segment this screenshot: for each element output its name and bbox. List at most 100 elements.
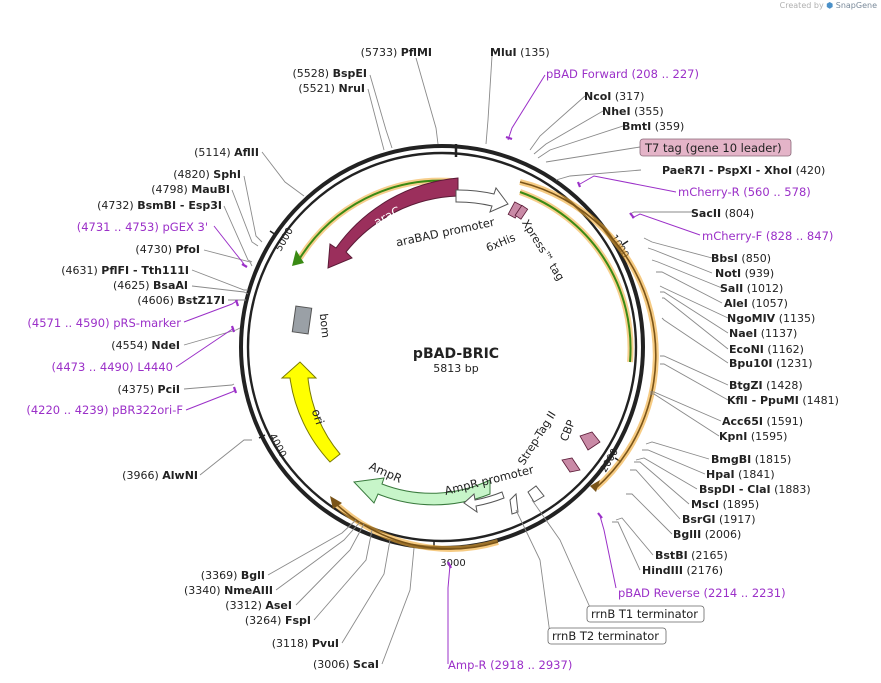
primer-pbad-forward[interactable]: pBAD Forward (208 .. 227) xyxy=(546,67,699,81)
site-mlui[interactable]: MluI (135) xyxy=(490,46,550,59)
terminator-t1-mark xyxy=(509,492,519,515)
site-alwni[interactable]: (3966) AlwNI xyxy=(122,469,198,482)
site-paer7i-pspxi-xhoi[interactable]: PaeR7I - PspXI - XhoI (420) xyxy=(662,164,825,177)
site-bsrgi[interactable]: BsrGI (1917) xyxy=(682,513,756,526)
feature-label-ori: ori xyxy=(309,407,327,426)
site-nhei[interactable]: NheI (355) xyxy=(602,105,664,118)
feature-xpress-tag xyxy=(514,204,529,220)
site-bmgbi[interactable]: BmgBI (1815) xyxy=(711,453,791,466)
site-asei[interactable]: (3312) AseI xyxy=(225,599,292,612)
site-ngomiv[interactable]: NgoMIV (1135) xyxy=(727,312,815,325)
primer-pbr322ori-f[interactable]: (4220 .. 4239) pBR322ori-F xyxy=(26,403,183,417)
site-noti[interactable]: NotI (939) xyxy=(715,267,774,280)
site-pvui[interactable]: (3118) PvuI xyxy=(272,637,339,650)
primer-leaders xyxy=(175,74,701,664)
site-ncoi[interactable]: NcoI (317) xyxy=(584,90,644,103)
site-nmeaiii[interactable]: (3340) NmeAIII xyxy=(184,584,273,597)
site-nrui[interactable]: (5521) NruI xyxy=(298,82,365,95)
orf-arc-arac-head xyxy=(292,250,304,266)
label-rrnb-t1[interactable]: rrnB T1 terminator xyxy=(586,605,705,623)
orf-arc-bottom-head xyxy=(330,496,342,509)
site-acc65i[interactable]: Acc65I (1591) xyxy=(722,415,803,428)
feature-label-strep-tag-ii: Strep-Tag II xyxy=(515,409,558,468)
site-bstbi[interactable]: BstBI (2165) xyxy=(655,549,728,562)
site-scai[interactable]: (3006) ScaI xyxy=(313,658,379,671)
site-bsmbi-esp3i[interactable]: (4732) BsmBI - Esp3I xyxy=(97,199,222,212)
label-rrnb-t2[interactable]: rrnB T2 terminator xyxy=(547,627,667,645)
site-econi[interactable]: EcoNI (1162) xyxy=(729,343,804,356)
feature-label-arabad-promoter: araBAD promoter xyxy=(395,215,496,250)
site-msci[interactable]: MscI (1895) xyxy=(691,498,759,511)
site-hindiii[interactable]: HindIII (2176) xyxy=(642,564,723,577)
feature-strep-tag-ii xyxy=(561,457,581,473)
primer-markers xyxy=(230,135,635,569)
right-sites: MluI (135) NcoI (317) NheI (355) BmtI (3… xyxy=(490,46,839,577)
label-rrnb-t2-text: rrnB T2 terminator xyxy=(552,629,659,643)
site-sacii[interactable]: SacII (804) xyxy=(691,207,754,220)
label-t7-tag-box xyxy=(639,138,792,157)
tick-label-4000: 4000 xyxy=(266,432,288,460)
site-sali[interactable]: SalI (1012) xyxy=(720,282,783,295)
tick-label-3000: 3000 xyxy=(440,558,465,569)
site-pfoi[interactable]: (4730) PfoI xyxy=(135,243,200,256)
site-bspei[interactable]: (5528) BspEI xyxy=(293,67,368,80)
plasmid-length: 5813 bp xyxy=(433,362,478,375)
primer-pgex-3[interactable]: (4731 .. 4753) pGEX 3' xyxy=(77,220,208,234)
backbone-inner xyxy=(246,151,638,543)
label-rrnb-t2-box xyxy=(547,627,667,645)
label-t7-tag-text: T7 tag (gene 10 leader) xyxy=(644,141,782,155)
orf-arc-bottom-core xyxy=(333,501,499,550)
site-bpu10i[interactable]: Bpu10I (1231) xyxy=(729,357,813,370)
site-pflmi[interactable]: (5733) PflMI xyxy=(361,46,432,59)
site-hpai[interactable]: HpaI (1841) xyxy=(706,468,775,481)
site-ndei[interactable]: (4554) NdeI xyxy=(111,339,180,352)
primer-labels: pBAD Forward (208 .. 227) mCherry-R (560… xyxy=(26,67,833,672)
feature-bom xyxy=(291,305,313,335)
site-bglii[interactable]: BglII (2006) xyxy=(673,528,741,541)
orf-arc-right-orange-core xyxy=(519,181,657,489)
orf-arc-right-green-core xyxy=(519,191,632,363)
plasmid-name: pBAD-BRIC xyxy=(413,346,499,362)
label-rrnb-t1-box xyxy=(586,605,705,623)
site-btgzi[interactable]: BtgZI (1428) xyxy=(729,379,803,392)
feature-ampr xyxy=(352,477,491,506)
credit-prefix: Created by xyxy=(779,1,824,10)
site-pflfi-tth111i[interactable]: (4631) PflFI - Tth111I xyxy=(61,264,189,277)
site-bmti[interactable]: BmtI (359) xyxy=(622,120,684,133)
site-naei[interactable]: NaeI (1137) xyxy=(729,327,797,340)
site-aflii[interactable]: (5114) AflII xyxy=(194,146,259,159)
left-sites: (5733) PflMI (5528) BspEI (5521) NruI (5… xyxy=(61,46,432,671)
label-t7-tag[interactable]: T7 tag (gene 10 leader) xyxy=(545,138,792,163)
feature-label-bom: bom xyxy=(317,313,332,339)
site-maubi[interactable]: (4798) MauBI xyxy=(151,183,230,196)
site-bgli[interactable]: (3369) BglI xyxy=(201,569,265,582)
primer-mcherry-f[interactable]: mCherry-F (828 .. 847) xyxy=(702,229,833,243)
site-sphi[interactable]: (4820) SphI xyxy=(173,168,241,181)
site-bbsi[interactable]: BbsI (850) xyxy=(711,252,771,265)
site-bstz17i[interactable]: (4606) BstZ17I xyxy=(137,294,225,307)
site-kpni[interactable]: KpnI (1595) xyxy=(719,430,787,443)
primer-mcherry-r[interactable]: mCherry-R (560 .. 578) xyxy=(678,185,811,199)
tick-3000: 3000 xyxy=(433,540,466,569)
primer-prs-marker[interactable]: (4571 .. 4590) pRS-marker xyxy=(27,316,181,330)
feature-label-6xhis: 6xHis xyxy=(484,231,517,255)
feature-label-cbp: CBP xyxy=(558,418,578,443)
created-by-credit: Created by ⬢ SnapGene xyxy=(780,1,877,10)
primer-amp-r[interactable]: Amp-R (2918 .. 2937) xyxy=(448,658,572,672)
feature-label-xpress-tag: Xpress™ tag xyxy=(519,217,567,283)
feature-cbp xyxy=(579,431,601,451)
site-fspi[interactable]: (3264) FspI xyxy=(245,614,311,627)
site-pcii[interactable]: (4375) PciI xyxy=(117,383,180,396)
primer-pbad-reverse[interactable]: pBAD Reverse (2214 .. 2231) xyxy=(618,586,786,600)
boxed-labels: T7 tag (gene 10 leader) rrnB T1 terminat… xyxy=(545,138,792,645)
primer-l4440[interactable]: (4473 .. 4490) L4440 xyxy=(52,360,173,374)
orf-arc-arac-core xyxy=(299,179,453,259)
site-bspdi-clai[interactable]: BspDI - ClaI (1883) xyxy=(699,483,811,496)
label-rrnb-t1-text: rrnB T1 terminator xyxy=(591,607,698,621)
site-alei[interactable]: AleI (1057) xyxy=(724,297,788,310)
site-kfli-ppumi[interactable]: KflI - PpuMI (1481) xyxy=(727,394,839,407)
orf-arcs xyxy=(292,177,659,552)
site-bsaai[interactable]: (4625) BsaAI xyxy=(113,279,188,292)
terminator-t2-mark xyxy=(527,485,545,503)
